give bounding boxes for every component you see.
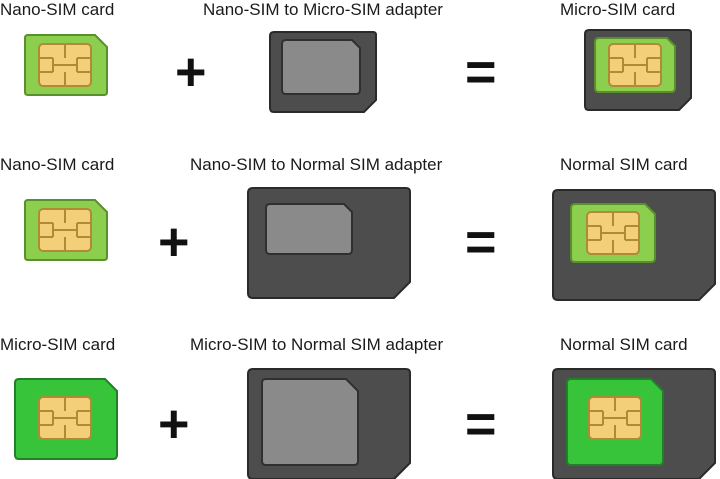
- chip-icon: [586, 211, 640, 255]
- right-label: Normal SIM card: [560, 155, 688, 174]
- micro-to-normal-adapter: [247, 368, 411, 479]
- left-label: Nano-SIM card: [0, 0, 115, 19]
- chip-icon: [38, 208, 92, 252]
- adapter-slot: [281, 39, 361, 95]
- nano-sim-card: [24, 34, 108, 96]
- plus-sign: +: [158, 394, 190, 454]
- normal-sim-card-result: [552, 189, 716, 301]
- chip-icon: [38, 43, 92, 87]
- equals-sign: =: [465, 212, 497, 272]
- chip-icon: [588, 396, 642, 440]
- micro-sim-card: [14, 378, 118, 460]
- left-label: Nano-SIM card: [0, 155, 115, 174]
- chip-icon: [38, 396, 92, 440]
- right-label: Normal SIM card: [560, 335, 688, 354]
- nano-sim-card: [24, 199, 108, 261]
- nano-to-normal-adapter: [247, 187, 411, 299]
- adapter-slot: [265, 203, 353, 255]
- left-label: Micro-SIM card: [0, 335, 116, 354]
- normal-sim-card-result: [552, 368, 716, 479]
- equals-sign: =: [465, 42, 497, 102]
- middle-label: Micro-SIM to Normal SIM adapter: [190, 335, 444, 354]
- chip-icon: [608, 43, 662, 87]
- plus-sign: +: [175, 42, 207, 102]
- right-label: Micro-SIM card: [560, 0, 676, 19]
- plus-sign: +: [158, 212, 190, 272]
- adapter-slot: [261, 378, 359, 466]
- nano-to-micro-adapter: [269, 31, 377, 113]
- micro-sim-card-result: [584, 29, 692, 111]
- middle-label: Nano-SIM to Normal SIM adapter: [190, 155, 443, 174]
- equals-sign: =: [465, 394, 497, 454]
- middle-label: Nano-SIM to Micro-SIM adapter: [203, 0, 443, 19]
